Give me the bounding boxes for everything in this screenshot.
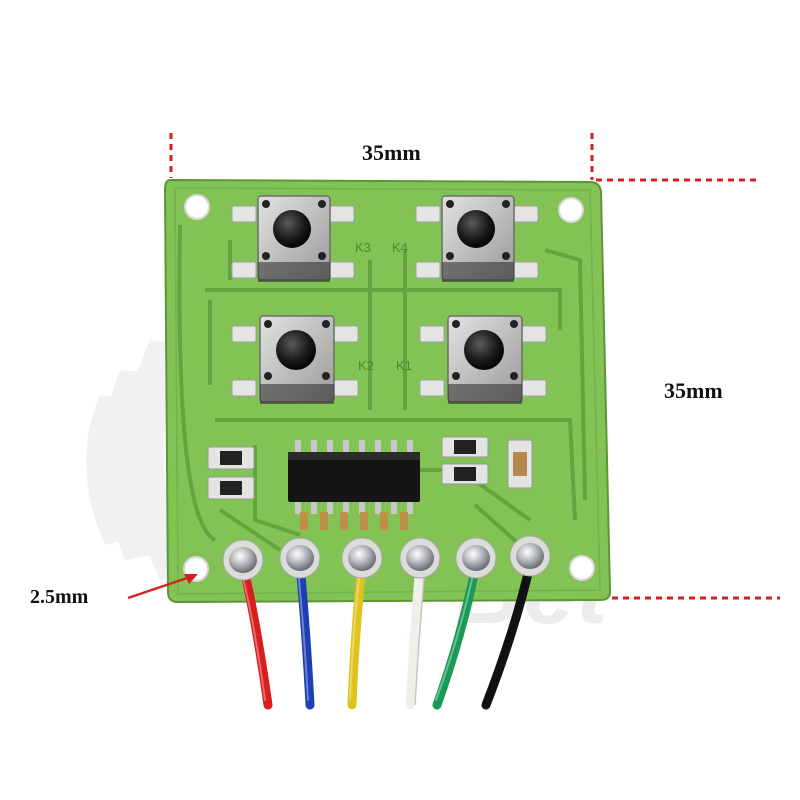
silkscreen-k1: K1	[396, 358, 412, 373]
silkscreen-labels: K3 K4 K2 K1	[355, 240, 412, 373]
wire-blue	[295, 560, 315, 710]
smd-resistors	[207, 436, 533, 500]
dimension-lines	[169, 133, 780, 600]
silkscreen-k4: K4	[392, 240, 408, 255]
wire-green	[432, 560, 481, 710]
wire-yellow	[347, 560, 367, 710]
wire-black	[481, 560, 535, 710]
width-dimension-label: 35mm	[362, 140, 421, 165]
tactile-button-k1	[447, 315, 523, 404]
tactile-button-k3	[257, 195, 331, 282]
hole-dimension-label: 2.5mm	[30, 586, 89, 608]
button-pads	[231, 205, 547, 397]
pcb-traces	[177, 224, 587, 552]
tactile-button-k2	[259, 315, 335, 404]
wire-white	[405, 560, 425, 710]
tactile-button-k4	[441, 195, 515, 282]
ic-chip	[288, 440, 420, 530]
solder-joints	[229, 543, 544, 573]
hole-arrow-icon	[127, 574, 198, 600]
silkscreen-k3: K3	[355, 240, 371, 255]
silkscreen-k2: K2	[358, 358, 374, 373]
height-dimension-label: 35mm	[664, 378, 723, 403]
